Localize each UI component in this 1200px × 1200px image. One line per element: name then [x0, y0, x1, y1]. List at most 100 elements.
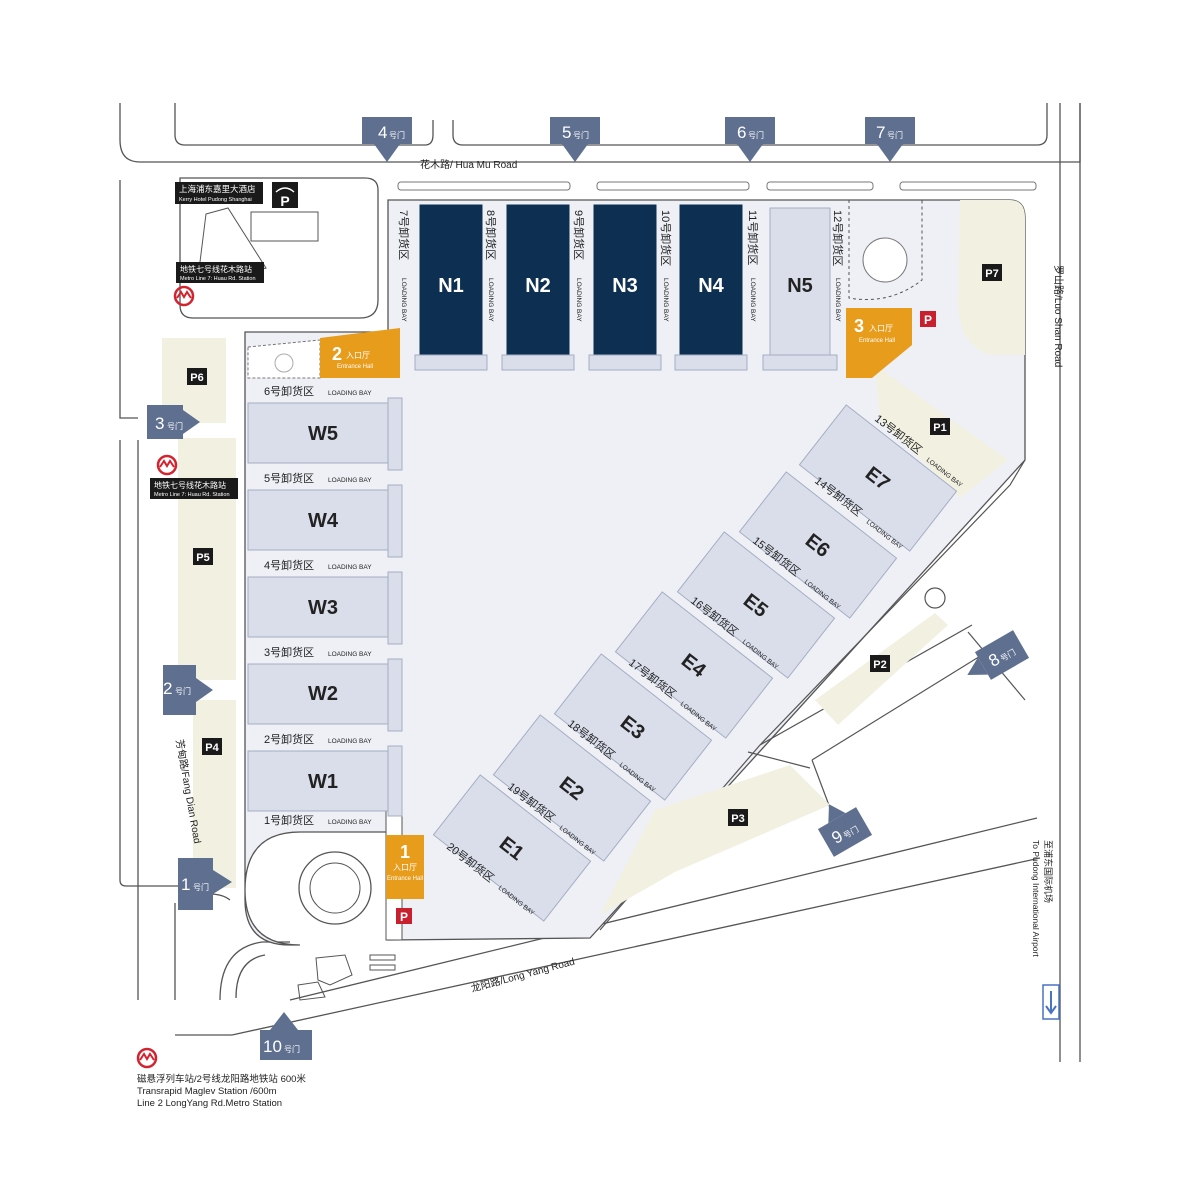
loading-bay-4-en: LOADING BAY — [328, 564, 372, 571]
loading-bay-2: 2号卸货区 — [264, 732, 314, 746]
gate-7[interactable]: 7 号门 — [865, 117, 915, 162]
parking-label-p5: P5 — [196, 552, 209, 564]
hall-n1[interactable] — [419, 204, 483, 371]
road-network — [119, 103, 1081, 1062]
hotel-label: 上海浦东嘉里大酒店 Kerry Hotel Pudong Shanghai — [175, 182, 263, 204]
loading-bay-6: 6号卸货区 — [264, 384, 314, 398]
hall-e5[interactable] — [676, 531, 836, 679]
gate-6-suffix: 号门 — [748, 130, 764, 140]
hall-n2[interactable] — [506, 204, 570, 371]
loading-bay-7-en: LOADING BAY — [400, 278, 407, 322]
parking-icon-red-1-text: P — [400, 910, 408, 924]
entrance-2-en: Entrance Hall — [337, 364, 373, 370]
gate-1-num: 1 — [181, 875, 190, 894]
gate-6[interactable]: 6 号门 — [725, 117, 775, 162]
metro-west-en: Metro Line 7: Huau Rd. Station — [154, 492, 230, 498]
parking-icon-red-2: P — [920, 311, 936, 327]
hall-w4[interactable] — [247, 489, 403, 551]
hall-w1[interactable] — [247, 750, 403, 812]
metro-north-label: 地铁七号线花木路站 Metro Line 7: Huau Rd. Station — [176, 262, 264, 283]
east-halls: E7 E6 E5 E4 E3 E2 E1 — [432, 404, 958, 922]
gate-5[interactable]: 5 号门 — [550, 117, 600, 162]
entrance-hall-3[interactable]: 3 入口厅 Entrance Hall — [846, 308, 912, 378]
gate-3-num: 3 — [155, 414, 164, 433]
entrance-hall-2[interactable]: 2 入口厅 Entrance Hall — [320, 328, 400, 378]
hall-n4[interactable] — [679, 204, 743, 371]
road-hua-mu: 花木路/ Hua Mu Road — [420, 158, 517, 171]
entrance-1-num: 1 — [400, 842, 410, 862]
gate-1-suffix: 号门 — [193, 882, 209, 892]
loading-bay-11-en: LOADING BAY — [749, 278, 756, 322]
hall-n3[interactable] — [593, 204, 657, 371]
gate-8[interactable]: 8 号门 — [959, 630, 1030, 689]
metro-icon — [173, 285, 195, 307]
gate-3[interactable]: 3 号门 — [147, 405, 200, 439]
hall-label-w4: W4 — [308, 510, 339, 532]
gate-10-suffix: 号门 — [284, 1044, 300, 1054]
airport-arrow-icon — [1042, 984, 1060, 1020]
loading-bay-5-en: LOADING BAY — [328, 477, 372, 484]
entrance-hall-1[interactable]: 1 入口厅 Entrance Hall — [386, 835, 424, 899]
loading-bay-6-en: LOADING BAY — [328, 390, 372, 397]
gate-10-num: 10 — [263, 1037, 282, 1056]
hall-e3[interactable] — [553, 653, 713, 801]
metro-north-en: Metro Line 7: Huau Rd. Station — [180, 276, 256, 282]
loading-bay-9: 9号卸货区 — [572, 210, 586, 260]
hall-label-w3: W3 — [308, 597, 338, 619]
gate-2-num: 2 — [163, 679, 172, 698]
hall-label-n5: N5 — [787, 275, 813, 297]
metro-west-cn: 地铁七号线花木路站 — [154, 480, 226, 490]
loading-bay-7: 7号卸货区 — [397, 210, 411, 260]
loading-bay-10-en: LOADING BAY — [662, 278, 669, 322]
west-halls: W5 W4 W3 W2 W1 — [247, 397, 403, 817]
loading-bay-12: 12号卸货区 — [831, 210, 845, 266]
entrance-2-cn: 入口厅 — [346, 351, 370, 360]
maglev-line2: Transrapid Maglev Station /600m — [137, 1086, 277, 1097]
metro-icon — [136, 1047, 158, 1069]
loading-bay-3-en: LOADING BAY — [328, 651, 372, 658]
gate-5-num: 5 — [562, 123, 571, 142]
gate-4-suffix: 号门 — [389, 130, 405, 140]
gate-4[interactable]: 4 号门 — [362, 117, 412, 162]
loading-bay-2-en: LOADING BAY — [328, 738, 372, 745]
parking-label-p7: P7 — [985, 268, 998, 280]
hall-e6[interactable] — [738, 471, 898, 619]
parking-icon-red-2-text: P — [924, 313, 932, 327]
gate-1[interactable]: 1 号门 — [178, 858, 232, 910]
hall-label-w5: W5 — [308, 423, 338, 445]
gate-4-num: 4 — [378, 123, 387, 142]
loading-bay-11: 11号卸货区 — [746, 210, 760, 265]
maglev-line1: 磁悬浮列车站/2号线龙阳路地铁站 600米 — [137, 1073, 306, 1085]
parking-labels: P7 P1 P2 P3 P4 P5 P6 — [187, 264, 1002, 826]
parking-label-p2: P2 — [873, 659, 886, 671]
hotel-cn: 上海浦东嘉里大酒店 — [179, 184, 256, 194]
loading-bay-10: 10号卸货区 — [659, 210, 673, 266]
hall-e2[interactable] — [492, 714, 652, 862]
hall-e7[interactable] — [798, 404, 958, 552]
gate-10[interactable]: 10 号门 — [260, 1012, 312, 1060]
gate-2[interactable]: 2 号门 — [163, 665, 213, 715]
hall-label-n2: N2 — [525, 275, 551, 297]
entrance-3-num: 3 — [854, 316, 864, 336]
maglev-line3: Line 2 LongYang Rd.Metro Station — [137, 1098, 282, 1109]
gate-9[interactable]: 9 号门 — [810, 793, 873, 857]
metro-north-cn: 地铁七号线花木路站 — [180, 264, 252, 274]
loading-bay-12-en: LOADING BAY — [834, 278, 841, 322]
parking-icon-red-1: P — [396, 908, 412, 924]
loading-bay-3: 3号卸货区 — [264, 645, 314, 659]
parking-label-p6: P6 — [190, 372, 203, 384]
hall-e1[interactable] — [432, 774, 592, 922]
hall-label-n4: N4 — [698, 275, 724, 297]
north-halls: N1 N2 N3 N4 N5 — [414, 204, 838, 371]
entrance-1-cn: 入口厅 — [393, 863, 417, 872]
hall-w5[interactable] — [247, 402, 403, 464]
entrance-3-en: Entrance Hall — [859, 338, 895, 344]
hotel-en: Kerry Hotel Pudong Shanghai — [179, 197, 252, 203]
airport-en: To Pudong International Airport — [1031, 840, 1041, 957]
hall-label-n1: N1 — [438, 275, 464, 297]
hall-e4[interactable] — [614, 591, 774, 739]
entrance-1-en: Entrance Hall — [387, 876, 423, 882]
gate-2-suffix: 号门 — [175, 686, 191, 696]
hall-label-w2: W2 — [308, 683, 338, 705]
